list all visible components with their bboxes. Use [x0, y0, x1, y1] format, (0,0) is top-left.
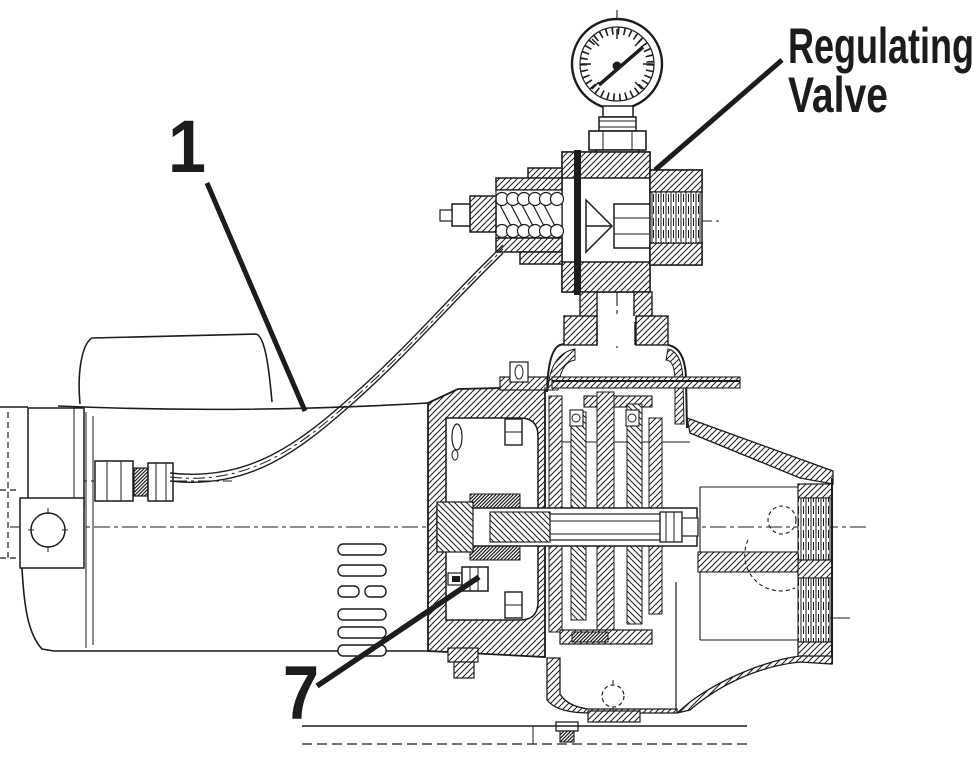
jet-assembly-bar	[551, 376, 741, 389]
casing-top-slope	[686, 416, 834, 485]
adjusting-screw-cap	[469, 195, 497, 233]
casing-foot-band	[676, 655, 833, 714]
wear-ring-2	[627, 413, 637, 423]
shaft-mid-section	[549, 513, 661, 541]
shaft-tip	[681, 517, 699, 537]
spring-housing-top-wall	[495, 177, 563, 191]
gauge-hex-nut	[588, 130, 647, 151]
gauge-dial	[579, 26, 655, 102]
pump-casing	[499, 343, 834, 714]
shaft-mid-lines	[550, 520, 660, 535]
discharge-pipe	[563, 291, 669, 346]
jet-assembly-bar2	[583, 395, 653, 408]
motor-left-foot-profile	[21, 567, 55, 652]
drive-port-threads	[797, 577, 831, 643]
pump-internals	[436, 391, 699, 645]
valve-outlet-bottom-wall	[649, 242, 703, 266]
pipe-bore	[597, 316, 635, 345]
bracket-bolt-hole	[451, 423, 463, 451]
conduit-knockout-hole	[30, 512, 66, 548]
tube-fitting-nut	[147, 462, 174, 502]
pressure-tubing	[169, 244, 504, 483]
drain-plug-dark	[452, 576, 460, 582]
dome-bolt-boss	[509, 361, 529, 383]
port-mid-wall	[797, 559, 833, 579]
port-top-wall	[797, 483, 833, 499]
valve-diaphragm-plate	[574, 150, 581, 295]
mounting-base	[302, 710, 747, 745]
end-bell-gasket-lines	[85, 412, 94, 648]
pipe-bore-edges	[596, 322, 636, 345]
gauge-stem	[602, 105, 634, 118]
gauge-stem-ring-lines	[599, 120, 636, 128]
motor-top-hump	[78, 333, 273, 405]
valve-outlet-top-wall	[649, 169, 703, 193]
wear-ring-boss-1	[569, 409, 584, 427]
callout-7-label: 7	[283, 651, 319, 736]
lower-seal-ring	[571, 631, 609, 643]
adjusting-screw	[451, 203, 471, 227]
callout-7-leader	[315, 574, 481, 689]
callout-1-label: 1	[168, 105, 206, 188]
regulating-valve-label-line1: Regulating	[788, 18, 974, 74]
tube-fitting-nut-facets	[155, 463, 167, 501]
valve-poppet	[585, 198, 614, 254]
valve-piston-lines	[614, 217, 650, 235]
gauge-stem-rings	[598, 116, 637, 132]
motor-shell-top	[0, 402, 429, 411]
tube-inner-line	[169, 252, 504, 483]
port-boss-hidden-circle	[767, 505, 797, 535]
wear-ring-1	[571, 413, 581, 423]
tube-outer-line	[169, 244, 504, 475]
casing-bowl-band	[546, 657, 678, 714]
regulating-valve-leader	[653, 58, 784, 172]
callout-1-leader	[204, 182, 308, 412]
callouts: 1 7 Regulating Valve	[168, 18, 974, 736]
valve-outlet-threads	[651, 191, 701, 244]
gauge-hex-facets	[602, 131, 633, 150]
regulating-valve	[439, 150, 703, 295]
motor-vent-slots	[337, 543, 387, 657]
dome-bolt-boss-hole	[514, 364, 524, 380]
base-bolt-shank	[559, 730, 575, 743]
impeller-lock-nut-facets	[665, 512, 675, 542]
shaft-sleeve	[489, 511, 551, 543]
tube-fitting-facets	[106, 461, 122, 501]
tube-centerline	[169, 248, 504, 479]
port-divider-web	[697, 551, 799, 573]
pipe-flange-left	[563, 315, 598, 346]
valve-piston	[613, 203, 651, 249]
pressure-gauge	[570, 17, 664, 164]
regulating-valve-label-line2: Valve	[788, 67, 888, 123]
tube-fitting-hex	[94, 460, 134, 502]
motor-hidden-outline	[0, 412, 20, 560]
gauge-major-ticks	[581, 29, 653, 90]
seal-boss-upper	[447, 647, 479, 663]
motor	[0, 333, 430, 657]
gauge-needle-hub	[612, 61, 622, 71]
conduit-box-upper	[27, 407, 85, 509]
spring-housing-step	[519, 251, 563, 265]
spring-housing-bottom-wall	[495, 237, 563, 253]
wear-ring-boss-2	[625, 409, 640, 427]
valve-spring	[494, 191, 565, 239]
shaft-threaded-end	[436, 501, 474, 553]
seal-boss-lower	[453, 661, 475, 679]
bowl-drain-hole-hidden	[601, 684, 625, 708]
pipe-flange-right	[635, 315, 669, 346]
bracket-bolt-hole-lower	[451, 449, 459, 461]
knockout-cross-ticks	[28, 508, 68, 552]
impeller-lock-nut	[659, 511, 683, 543]
port-boss-hidden-arc	[744, 539, 796, 592]
adjusting-screw-tip	[439, 209, 453, 222]
tube-fitting-ferrule	[133, 467, 149, 497]
suction-port-threads	[797, 497, 831, 561]
casing-mount-tab	[587, 710, 641, 723]
